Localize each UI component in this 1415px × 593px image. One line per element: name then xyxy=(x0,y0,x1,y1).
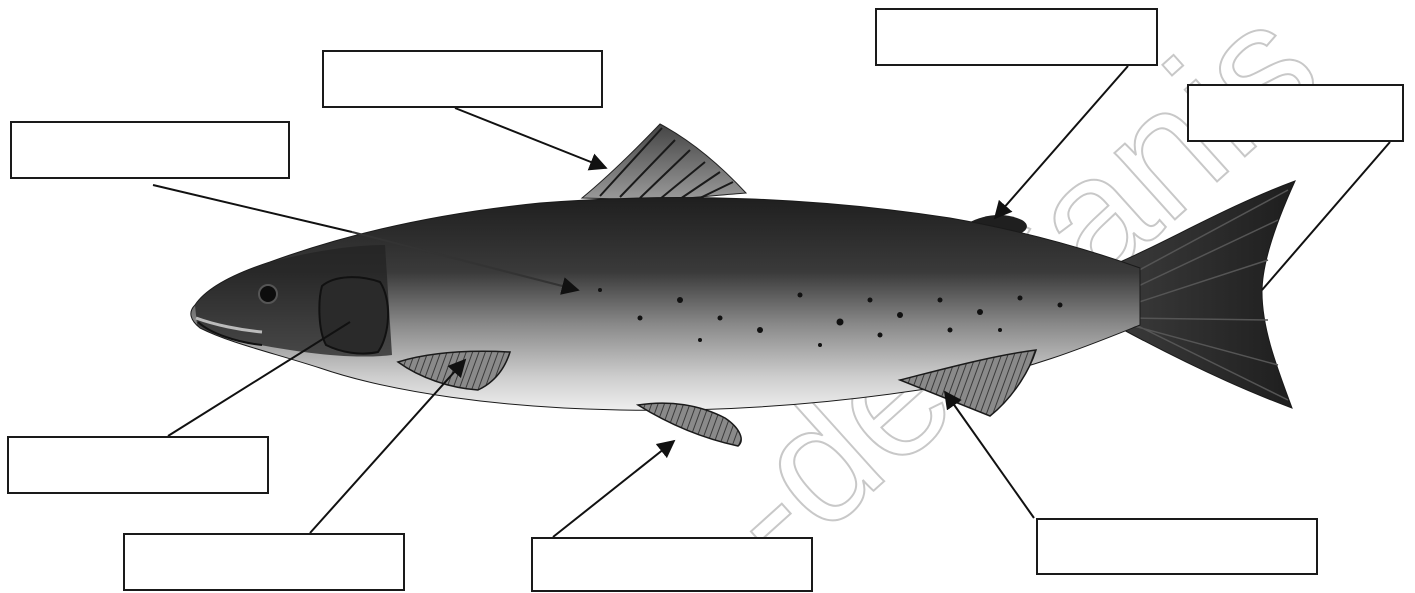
gill-cover-shape xyxy=(319,277,388,353)
label-box-pectoral-fin[interactable] xyxy=(123,533,405,591)
label-box-dorsal-fin[interactable] xyxy=(322,50,603,108)
eye-shape xyxy=(259,285,277,303)
leader-pelvic-fin xyxy=(553,441,674,537)
leader-lateral-line xyxy=(153,185,352,232)
label-box-lateral-line[interactable] xyxy=(10,121,290,179)
leader-dorsal-fin xyxy=(455,108,606,168)
label-box-anal-fin[interactable] xyxy=(1036,518,1318,575)
label-box-caudal-fin[interactable] xyxy=(1187,84,1404,142)
label-box-pelvic-fin[interactable] xyxy=(531,537,813,592)
pelvic-fin-shape xyxy=(638,403,741,446)
label-box-gill-cover[interactable] xyxy=(7,436,269,494)
label-box-adipose-fin[interactable] xyxy=(875,8,1158,66)
